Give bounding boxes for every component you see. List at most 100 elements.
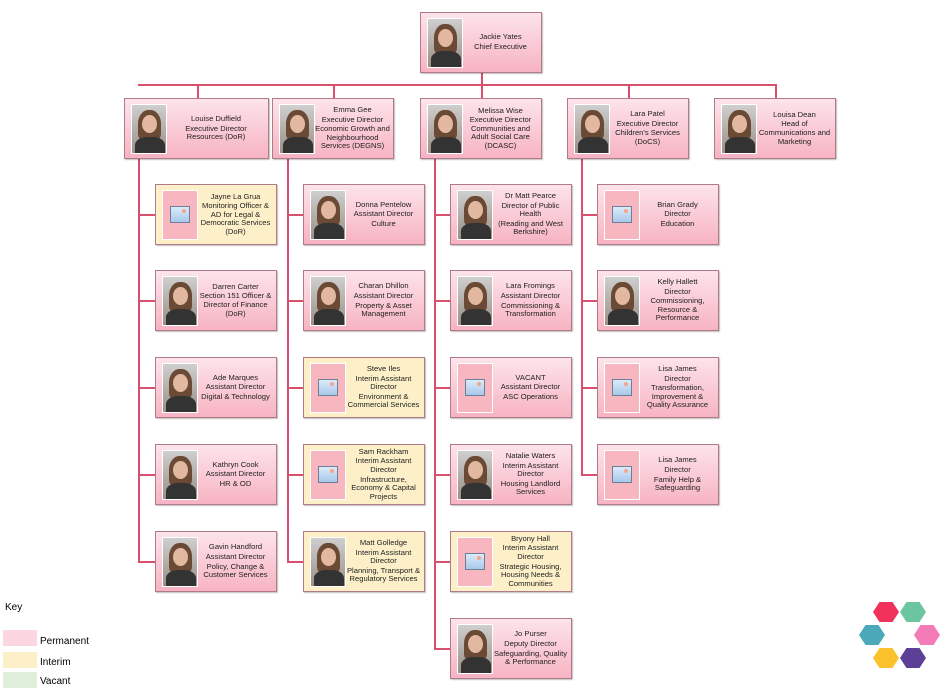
role-line: Director of Public Health [501,200,560,219]
body-shape [461,222,491,239]
placeholder-avatar [604,362,640,413]
image-placeholder-icon [318,379,338,396]
role-line: Director [664,464,691,474]
connector-line [333,84,335,98]
person-name: Lisa James [658,455,697,465]
body-shape [135,136,165,153]
face-shape [173,286,188,305]
connector-line [628,84,630,98]
role-line: Monitoring Officer & AD for Legal & Demo… [200,201,271,236]
role-line: Director [664,209,691,219]
body-shape [431,136,461,153]
connector-line [481,73,483,85]
face-shape [468,286,483,305]
role-line: ASC Operations [503,391,558,401]
connector-line [434,648,450,650]
role-line: Strategic Housing, Housing Needs & Commu… [499,561,562,588]
connector-line [138,300,155,302]
role-line: Commissioning, Resource & Performance [650,296,705,323]
face-shape [173,373,188,392]
role-line: Executive Director [321,114,384,124]
person-name: Emma Gee [333,105,372,115]
connector-line [581,159,583,475]
logo-hexagon [900,602,926,622]
person-name: Matt Golledge [359,538,408,548]
logo-hexagon [873,648,899,668]
photo-avatar [131,103,167,154]
person-name: Charan Dhillon [358,281,409,291]
connector-line [434,474,450,476]
person-name: Lara Fromings [506,281,555,291]
photo-avatar [162,449,198,500]
person-name: Steve Iles [366,364,401,374]
connector-line [434,300,450,302]
person-name: Kelly Hallett [657,277,698,287]
role-line: Infrastructure, Economy & Capital Projec… [351,474,416,501]
photo-avatar [427,103,463,154]
role-line: Executive Director Communities and Adult… [469,115,532,150]
photo-avatar [457,189,493,240]
role-line: Interim Assistant Director [355,547,412,566]
image-placeholder-icon [465,553,485,570]
role-line: Interim Assistant Director [355,456,412,474]
connector-line [434,159,436,649]
photo-avatar [574,103,610,154]
person-name: Gavin Handford [208,542,263,552]
face-shape [732,114,747,133]
placeholder-avatar [457,536,493,587]
body-shape [314,222,344,239]
person-name: Ade Marques [212,372,259,382]
photo-avatar [427,17,463,68]
body-shape [283,136,313,153]
body-shape [578,136,608,153]
face-shape [173,460,188,479]
person-name: Donna Pentelow [355,199,412,209]
connector-line [197,84,199,98]
face-shape [173,547,188,566]
role-line: Housing Landlord Services [500,478,561,497]
placeholder-avatar [457,362,493,413]
photo-avatar [162,536,198,587]
role-line: (Reading and West Berkshire) [498,218,563,237]
connector-line [581,474,597,476]
face-shape [321,200,336,219]
connector-line [581,214,597,216]
person-name: Louise Duffield [190,114,242,124]
face-shape [321,547,336,566]
role-line: Interim Assistant Director [502,460,559,479]
